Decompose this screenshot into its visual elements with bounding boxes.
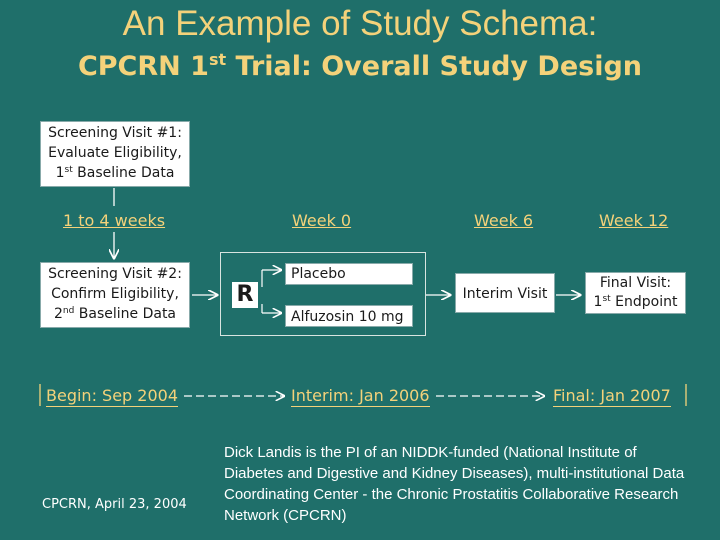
timeline-label-week-6: Week 6 (474, 211, 534, 230)
date-final: Final: Jan 2007 (553, 386, 671, 407)
screening2-line3-suffix: Baseline Data (74, 306, 177, 322)
timeline-label-screening-window: 1 to 4 weeks (63, 211, 166, 230)
screening2-line3: 2nd Baseline Data (41, 304, 189, 324)
screening1-line3-suffix: Baseline Data (72, 165, 175, 181)
final-line1: Final Visit: (599, 275, 672, 291)
final-line2: 1st Endpoint (586, 293, 685, 312)
footer-note: Dick Landis is the PI of an NIDDK-funded… (224, 444, 685, 524)
subtitle-suffix: Trial: Overall Study Design (226, 51, 643, 82)
footer-date: CPCRN, April 23, 2004 (42, 497, 187, 512)
slide-title: An Example of Study Schema: (122, 4, 598, 43)
alfuzosin-arm-box: Alfuzosin 10 mg (285, 305, 413, 327)
screening1-line3: 1st Baseline Data (41, 163, 189, 183)
screening2-line1: Screening Visit #2: (48, 266, 182, 282)
randomization-group (220, 252, 426, 336)
final-line2-suffix: Endpoint (610, 294, 678, 310)
screening2-line2: Confirm Eligibility, (51, 286, 179, 302)
date-begin: Begin: Sep 2004 (46, 386, 178, 407)
screening1-line1: Screening Visit #1: (48, 125, 182, 141)
final-line2-sup: st (602, 294, 611, 304)
screening1-line3-prefix: 1 (55, 165, 65, 181)
subtitle-sup: st (208, 50, 227, 69)
placebo-arm-box: Placebo (285, 263, 413, 285)
final-line2-prefix: 1 (593, 294, 603, 310)
screening2-line3-prefix: 2 (53, 306, 63, 322)
slide-subtitle: CPCRN 1st Trial: Overall Study Design (0, 50, 720, 84)
screening2-line3-sup: nd (62, 306, 75, 316)
screening-visit-2-box: Screening Visit #2: Confirm Eligibility,… (40, 262, 190, 328)
timeline-label-week-0: Week 0 (292, 211, 352, 230)
final-visit-box: Final Visit: 1st Endpoint (585, 272, 686, 314)
screening1-line3-sup: st (64, 165, 73, 175)
randomization-symbol: R (232, 282, 258, 308)
screening-visit-1-box: Screening Visit #1: Evaluate Eligibility… (40, 121, 190, 187)
subtitle-prefix: CPCRN 1 (77, 51, 209, 82)
screening1-line2: Evaluate Eligibility, (48, 145, 182, 161)
interim-visit-box: Interim Visit (455, 273, 555, 313)
date-interim: Interim: Jan 2006 (291, 386, 430, 407)
timeline-label-week-12: Week 12 (599, 211, 669, 230)
